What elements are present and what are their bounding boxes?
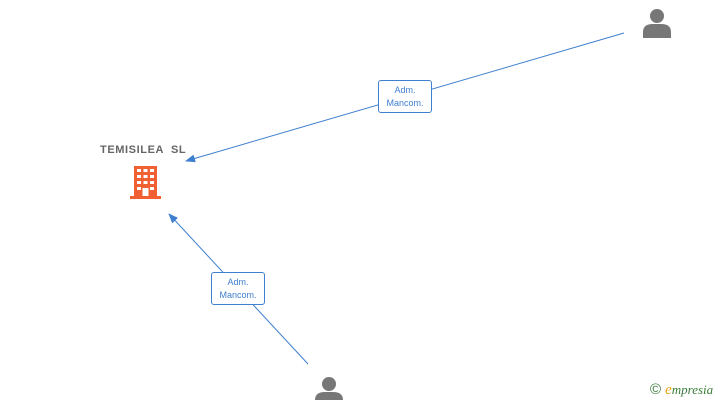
relation-label-bottom[interactable]: Adm. Mancom. [211, 272, 265, 305]
brand-name: mpresia [671, 382, 714, 397]
relation-role-line1: Adm. [394, 84, 416, 95]
relation-role-line2: Mancom. [219, 289, 257, 300]
empresia-watermark: ©empresia [650, 381, 713, 399]
relation-label-top[interactable]: Adm. Mancom. [378, 80, 432, 113]
brand-initial: e [665, 382, 672, 398]
building-icon[interactable] [130, 166, 161, 199]
relation-role-line2: Mancom. [386, 97, 424, 108]
relation-role-line1: Adm. [227, 276, 249, 287]
person-icon[interactable] [315, 377, 343, 400]
company-name-label[interactable]: TEMISILEA SL [100, 144, 187, 156]
person-icon[interactable] [643, 9, 671, 38]
copyright-symbol: © [650, 381, 662, 398]
